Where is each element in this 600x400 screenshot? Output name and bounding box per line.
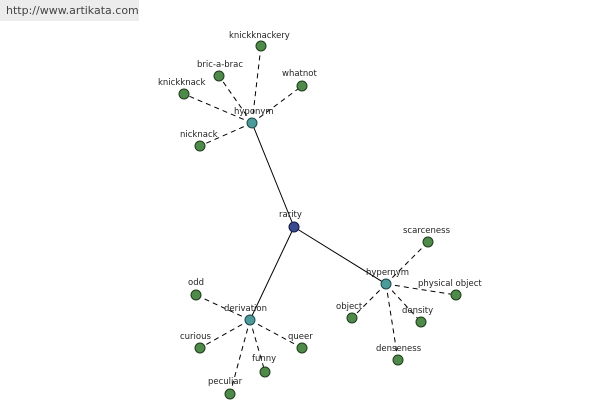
graph-nodes: rarity hyponym knickknackery bric-a-brac wha… <box>158 31 482 400</box>
node-derivation[interactable]: derivation <box>224 304 267 326</box>
node-queer[interactable]: queer <box>288 332 313 354</box>
edge-derivation-peculiar <box>229 319 251 395</box>
graph-edges <box>183 45 457 395</box>
node-label-denseness[interactable]: denseness <box>376 344 422 354</box>
node-label-object[interactable]: object <box>336 302 363 312</box>
node-peculiar[interactable]: peculiar <box>208 377 243 400</box>
node-dot-queer[interactable] <box>296 342 308 354</box>
node-dot-whatnot[interactable] <box>296 80 308 92</box>
node-knickknack[interactable]: knickknack <box>158 78 205 100</box>
source-url[interactable]: http://www.artikata.com <box>0 0 139 21</box>
edge-derivation-queer <box>249 319 303 349</box>
node-label-peculiar[interactable]: peculiar <box>208 377 243 387</box>
node-dot-density[interactable] <box>415 316 427 328</box>
node-label-physical-object[interactable]: physical object <box>418 279 482 289</box>
node-knickknackery[interactable]: knickknackery <box>229 31 290 52</box>
edge-derivation-funny <box>249 319 266 373</box>
node-label-rarity[interactable]: rarity <box>279 210 302 220</box>
node-label-curious[interactable]: curious <box>180 332 212 342</box>
node-dot-rarity[interactable] <box>288 221 300 233</box>
edge-hypernym-density <box>385 283 422 323</box>
edge-derivation-odd <box>195 294 251 321</box>
node-dot-funny[interactable] <box>259 366 271 378</box>
edge-rarity-hyponym <box>251 122 295 228</box>
edge-hyponym-nicknack <box>199 122 253 147</box>
node-object[interactable]: object <box>336 302 363 324</box>
node-dot-object[interactable] <box>346 312 358 324</box>
edge-rarity-derivation <box>249 226 295 321</box>
node-label-hypernym[interactable]: hypernym <box>366 268 409 278</box>
node-dot-hypernym[interactable] <box>380 278 392 290</box>
node-nicknack[interactable]: nicknack <box>180 130 218 152</box>
edge-rarity-hypernym <box>293 226 387 285</box>
node-label-derivation[interactable]: derivation <box>224 304 267 314</box>
edge-derivation-curious <box>199 319 251 349</box>
node-label-knickknackery[interactable]: knickknackery <box>229 31 290 41</box>
edge-hyponym-knickknackery <box>251 45 262 124</box>
node-dot-bric-a-brac[interactable] <box>213 70 225 82</box>
edge-hyponym-knickknack <box>183 93 253 124</box>
node-label-odd[interactable]: odd <box>188 278 204 288</box>
node-label-bric-a-brac[interactable]: bric-a-brac <box>197 60 243 70</box>
node-dot-nicknack[interactable] <box>194 140 206 152</box>
node-label-scarceness[interactable]: scarceness <box>403 226 451 236</box>
node-label-whatnot[interactable]: whatnot <box>282 69 317 79</box>
node-scarceness[interactable]: scarceness <box>403 226 451 248</box>
node-hyponym[interactable]: hyponym <box>234 107 274 129</box>
edge-hypernym-denseness <box>385 283 399 361</box>
node-dot-physical-object[interactable] <box>450 289 462 301</box>
node-dot-knickknack[interactable] <box>178 88 190 100</box>
edge-hypernym-scarceness <box>385 241 429 285</box>
node-label-funny[interactable]: funny <box>252 354 276 364</box>
node-dot-odd[interactable] <box>190 289 202 301</box>
edge-hypernym-physical-object <box>385 283 457 296</box>
node-dot-denseness[interactable] <box>392 354 404 366</box>
node-whatnot[interactable]: whatnot <box>282 69 317 92</box>
node-bric-a-brac[interactable]: bric-a-brac <box>197 60 243 82</box>
node-label-nicknack[interactable]: nicknack <box>180 130 218 140</box>
node-label-queer[interactable]: queer <box>288 332 313 342</box>
node-funny[interactable]: funny <box>252 354 276 378</box>
node-dot-knickknackery[interactable] <box>255 40 267 52</box>
edge-hyponym-bric-a-brac <box>218 75 253 124</box>
edge-hyponym-whatnot <box>251 85 303 124</box>
node-label-density[interactable]: density <box>402 306 433 316</box>
edge-hypernym-object <box>351 283 387 319</box>
node-dot-derivation[interactable] <box>244 314 256 326</box>
node-hypernym[interactable]: hypernym <box>366 268 409 290</box>
node-dot-scarceness[interactable] <box>422 236 434 248</box>
node-physical-object[interactable]: physical object <box>418 279 482 301</box>
node-dot-peculiar[interactable] <box>224 388 236 400</box>
node-density[interactable]: density <box>402 306 433 328</box>
node-label-hyponym[interactable]: hyponym <box>234 107 274 117</box>
node-dot-hyponym[interactable] <box>246 117 258 129</box>
node-rarity[interactable]: rarity <box>279 210 302 233</box>
node-curious[interactable]: curious <box>180 332 212 354</box>
node-odd[interactable]: odd <box>188 278 204 301</box>
node-denseness[interactable]: denseness <box>376 344 422 366</box>
node-label-knickknack[interactable]: knickknack <box>158 78 205 88</box>
node-dot-curious[interactable] <box>194 342 206 354</box>
